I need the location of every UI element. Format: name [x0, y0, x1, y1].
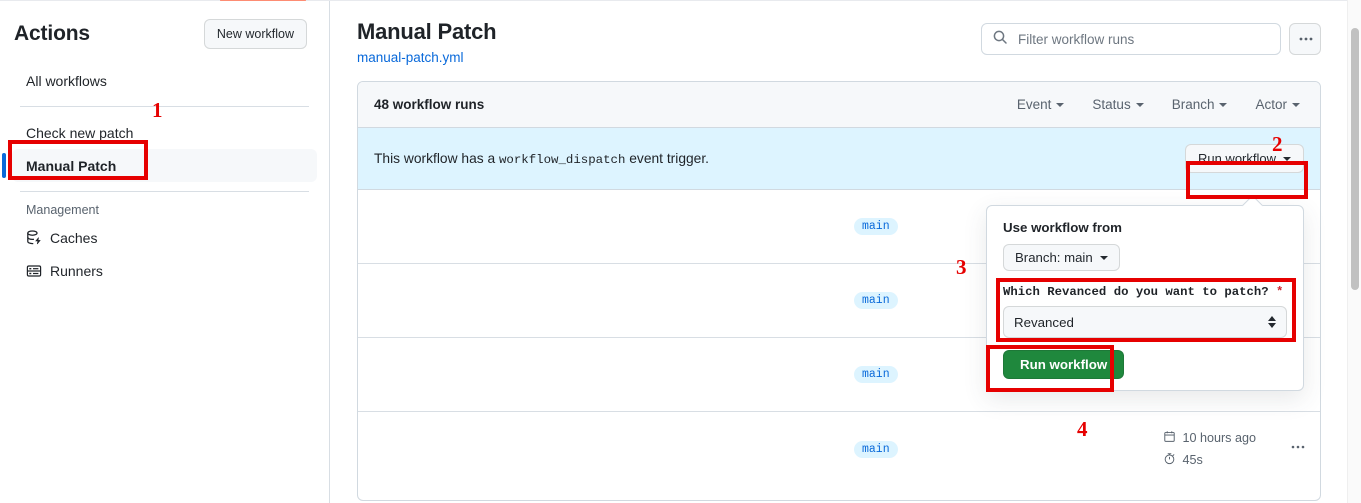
branch-select-label: Branch: main [1015, 250, 1093, 265]
header-kebab-button[interactable] [1289, 23, 1321, 55]
row-duration-label: 45s [1182, 453, 1203, 467]
patch-target-value: Revanced [1014, 314, 1074, 330]
workflow-file-link[interactable]: manual-patch.yml [357, 50, 464, 65]
page-title: Actions [14, 22, 90, 45]
run-workflow-dropdown: Use workflow from Branch: main Which Rev… [986, 205, 1304, 391]
dispatch-banner-text: This workflow has a workflow_dispatch ev… [374, 151, 709, 167]
filter-status-label: Status [1092, 97, 1131, 112]
sidebar-item-label: Runners [50, 262, 103, 279]
runs-toolbar: 48 workflow runs Event Status Branch [358, 82, 1320, 128]
required-mark: * [1276, 285, 1284, 299]
search-icon [992, 29, 1016, 50]
filter-workflow-runs-box[interactable] [981, 23, 1281, 55]
chevron-down-icon [1135, 102, 1144, 107]
sidebar-item-all-workflows[interactable]: All workflows [12, 64, 317, 97]
row-content-placeholder [358, 412, 694, 486]
sidebar-item-manual-patch[interactable]: Manual Patch [2, 149, 317, 182]
patch-input-label-text: Which Revanced do you want to patch? [1003, 285, 1269, 299]
use-workflow-from-label: Use workflow from [1003, 220, 1122, 235]
row-branch-badge[interactable]: main [854, 440, 898, 458]
main-content: Manual Patch manual-patch.yml [331, 1, 1347, 503]
row-kebab-button[interactable] [1290, 439, 1306, 459]
workflow-title-block: Manual Patch manual-patch.yml [357, 17, 497, 65]
row-branch-badge[interactable]: main [854, 218, 898, 235]
row-duration: 45s [1163, 452, 1256, 468]
row-content-placeholder [358, 338, 694, 411]
filter-status[interactable]: Status [1092, 97, 1144, 112]
sidebar-item-check-new-patch[interactable]: Check new patch [12, 116, 317, 149]
search-input[interactable] [1016, 30, 1270, 48]
header-actions [981, 17, 1321, 55]
stopwatch-icon [1163, 452, 1176, 468]
table-row[interactable]: main [358, 190, 1320, 264]
table-row[interactable]: main 3m 16s [358, 338, 1320, 412]
row-meta: 10 hours ago 45s [1163, 430, 1256, 468]
sidebar-item-caches[interactable]: Caches [12, 221, 317, 254]
chevron-down-icon [1283, 156, 1291, 161]
row-timestamp: 10 hours ago [1163, 430, 1256, 446]
sidebar-nav: All workflows Check new patch Manual Pat… [0, 64, 329, 287]
runs-filters: Event Status Branch Actor [1017, 97, 1304, 112]
sidebar-item-label: Manual Patch [26, 157, 117, 174]
vertical-scrollbar[interactable] [1347, 0, 1361, 503]
table-row[interactable]: main [358, 264, 1320, 338]
filter-actor[interactable]: Actor [1255, 97, 1300, 112]
sidebar-item-label: Check new patch [26, 124, 134, 141]
calendar-icon [1163, 430, 1176, 446]
run-workflow-button-label: Run workflow [1197, 151, 1276, 166]
patch-input-label: Which Revanced do you want to patch? * [1003, 285, 1287, 299]
filter-event-label: Event [1016, 97, 1052, 112]
workflow-runs-count: 48 workflow runs [374, 97, 485, 112]
row-content-placeholder [358, 264, 694, 337]
workflow-title: Manual Patch [357, 19, 497, 44]
sidebar-divider-2 [20, 191, 309, 192]
row-branch-badge[interactable]: main [854, 366, 898, 383]
run-workflow-dropdown-button[interactable]: Run workflow [1184, 144, 1304, 173]
row-timestamp-label: 10 hours ago [1182, 431, 1256, 445]
row-branch-badge[interactable]: main [854, 292, 898, 309]
sidebar-item-label: Caches [50, 229, 98, 246]
chevron-down-icon [1056, 102, 1065, 107]
chevron-down-icon [1219, 102, 1228, 107]
run-workflow-submit-button[interactable]: Run workflow [1003, 350, 1125, 379]
filter-branch[interactable]: Branch [1172, 97, 1228, 112]
vertical-scrollbar-thumb[interactable] [1351, 28, 1359, 290]
workflow-dispatch-banner: This workflow has a workflow_dispatch ev… [358, 128, 1320, 190]
chevron-down-icon [1099, 255, 1108, 260]
main-header: Manual Patch manual-patch.yml [331, 1, 1347, 65]
sidebar-divider-1 [20, 106, 309, 107]
filter-actor-label: Actor [1255, 97, 1287, 112]
cache-icon [26, 229, 42, 246]
chevron-down-icon [1292, 102, 1300, 107]
filter-branch-label: Branch [1171, 97, 1215, 112]
sidebar-header: Actions New workflow [0, 1, 329, 49]
runners-icon [26, 263, 42, 279]
sidebar-item-runners[interactable]: Runners [12, 254, 317, 287]
table-row[interactable]: main 10 hours ago [358, 412, 1320, 486]
stepper-icon [1268, 316, 1276, 328]
dispatch-text-before: This workflow has a [374, 150, 496, 166]
dropdown-body: Use workflow from Branch: main Which Rev… [987, 206, 1303, 379]
dispatch-event-code: workflow_dispatch [499, 152, 626, 167]
dispatch-text-after: event trigger. [629, 150, 710, 166]
new-workflow-button[interactable]: New workflow [203, 19, 307, 49]
row-content-placeholder [358, 190, 694, 263]
filter-event[interactable]: Event [1017, 97, 1065, 112]
sidebar-item-label: All workflows [26, 72, 107, 89]
top-hairline [0, 0, 1347, 1]
sidebar: Actions New workflow All workflows Check… [0, 1, 330, 503]
patch-target-select[interactable]: Revanced [1003, 306, 1287, 338]
branch-select-button[interactable]: Branch: main [1003, 244, 1120, 271]
sidebar-group-management: Management [26, 203, 99, 217]
